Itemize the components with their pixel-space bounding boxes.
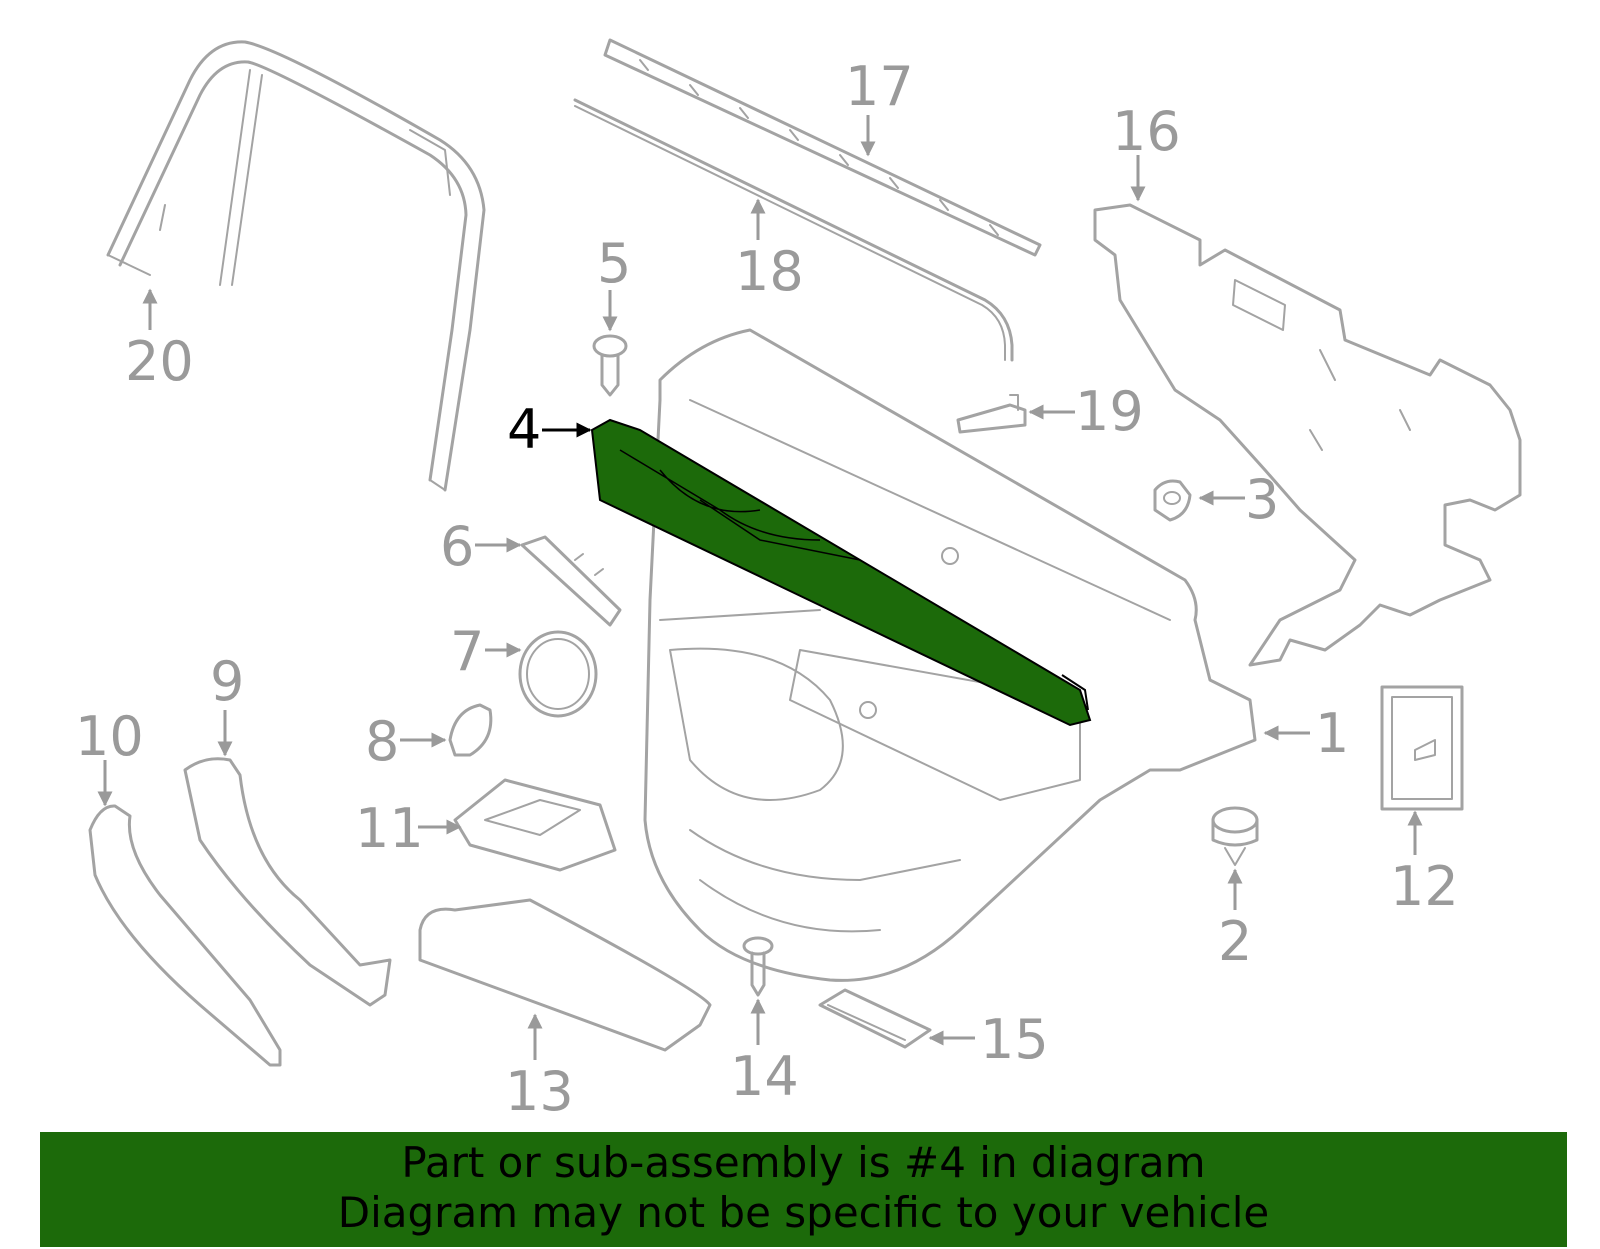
part-6-bezel[interactable] [520, 535, 622, 627]
callout-15[interactable]: 15 [980, 1008, 1049, 1071]
part-17-belt-molding[interactable] [603, 38, 1042, 257]
callout-14[interactable]: 14 [730, 1045, 799, 1108]
part-15-lamp[interactable] [818, 988, 932, 1049]
part-11-switch-housing[interactable] [453, 778, 617, 872]
part-7-speaker-ring[interactable] [518, 630, 598, 718]
callout-1[interactable]: 1 [1315, 702, 1349, 765]
part-10-trim[interactable] [88, 804, 282, 1067]
callout-19[interactable]: 19 [1075, 380, 1144, 443]
leader-lines [97, 115, 1423, 1060]
callout-9[interactable]: 9 [210, 650, 244, 713]
part-2-plug[interactable] [1211, 806, 1259, 866]
callout-10[interactable]: 10 [75, 705, 144, 768]
part-4-trim-strip[interactable] [590, 418, 1092, 727]
callout-6[interactable]: 6 [440, 515, 474, 578]
callout-13[interactable]: 13 [505, 1060, 574, 1123]
banner-line-1: Part or sub-assembly is #4 in diagram [401, 1138, 1206, 1187]
info-banner: Part or sub-assembly is #4 in diagram Di… [40, 1132, 1567, 1247]
callouts: 17 18 16 20 5 19 4 3 6 7 9 8 1 10 11 12 … [75, 55, 1459, 1123]
callout-3[interactable]: 3 [1245, 468, 1279, 531]
callout-5[interactable]: 5 [597, 232, 631, 295]
callout-16[interactable]: 16 [1112, 100, 1181, 163]
part-14-push-pin[interactable] [742, 936, 774, 997]
part-3-clip[interactable] [1153, 479, 1192, 522]
callout-18[interactable]: 18 [735, 240, 804, 303]
callout-20[interactable]: 20 [125, 330, 194, 393]
part-20-window-frame[interactable] [106, 40, 486, 492]
callout-8[interactable]: 8 [365, 710, 399, 773]
part-5-screw[interactable] [592, 334, 628, 397]
callout-17[interactable]: 17 [845, 55, 914, 118]
callout-11[interactable]: 11 [355, 797, 424, 860]
part-12-window-switch[interactable] [1380, 685, 1464, 811]
part-8-handle-bezel[interactable] [448, 703, 493, 757]
callout-4[interactable]: 4 [507, 398, 541, 461]
part-18-weatherstrip[interactable] [573, 98, 1014, 362]
callout-12[interactable]: 12 [1390, 855, 1459, 918]
part-19-sensor[interactable] [956, 394, 1027, 434]
part-16-insulation[interactable] [1093, 203, 1522, 667]
part-1-door-panel[interactable] [643, 328, 1257, 982]
part-13-armrest[interactable] [418, 898, 712, 1052]
part-9-bracket[interactable] [183, 757, 392, 1007]
callout-2[interactable]: 2 [1218, 910, 1252, 973]
banner-line-2: Diagram may not be specific to your vehi… [337, 1188, 1270, 1237]
callout-7[interactable]: 7 [450, 620, 484, 683]
